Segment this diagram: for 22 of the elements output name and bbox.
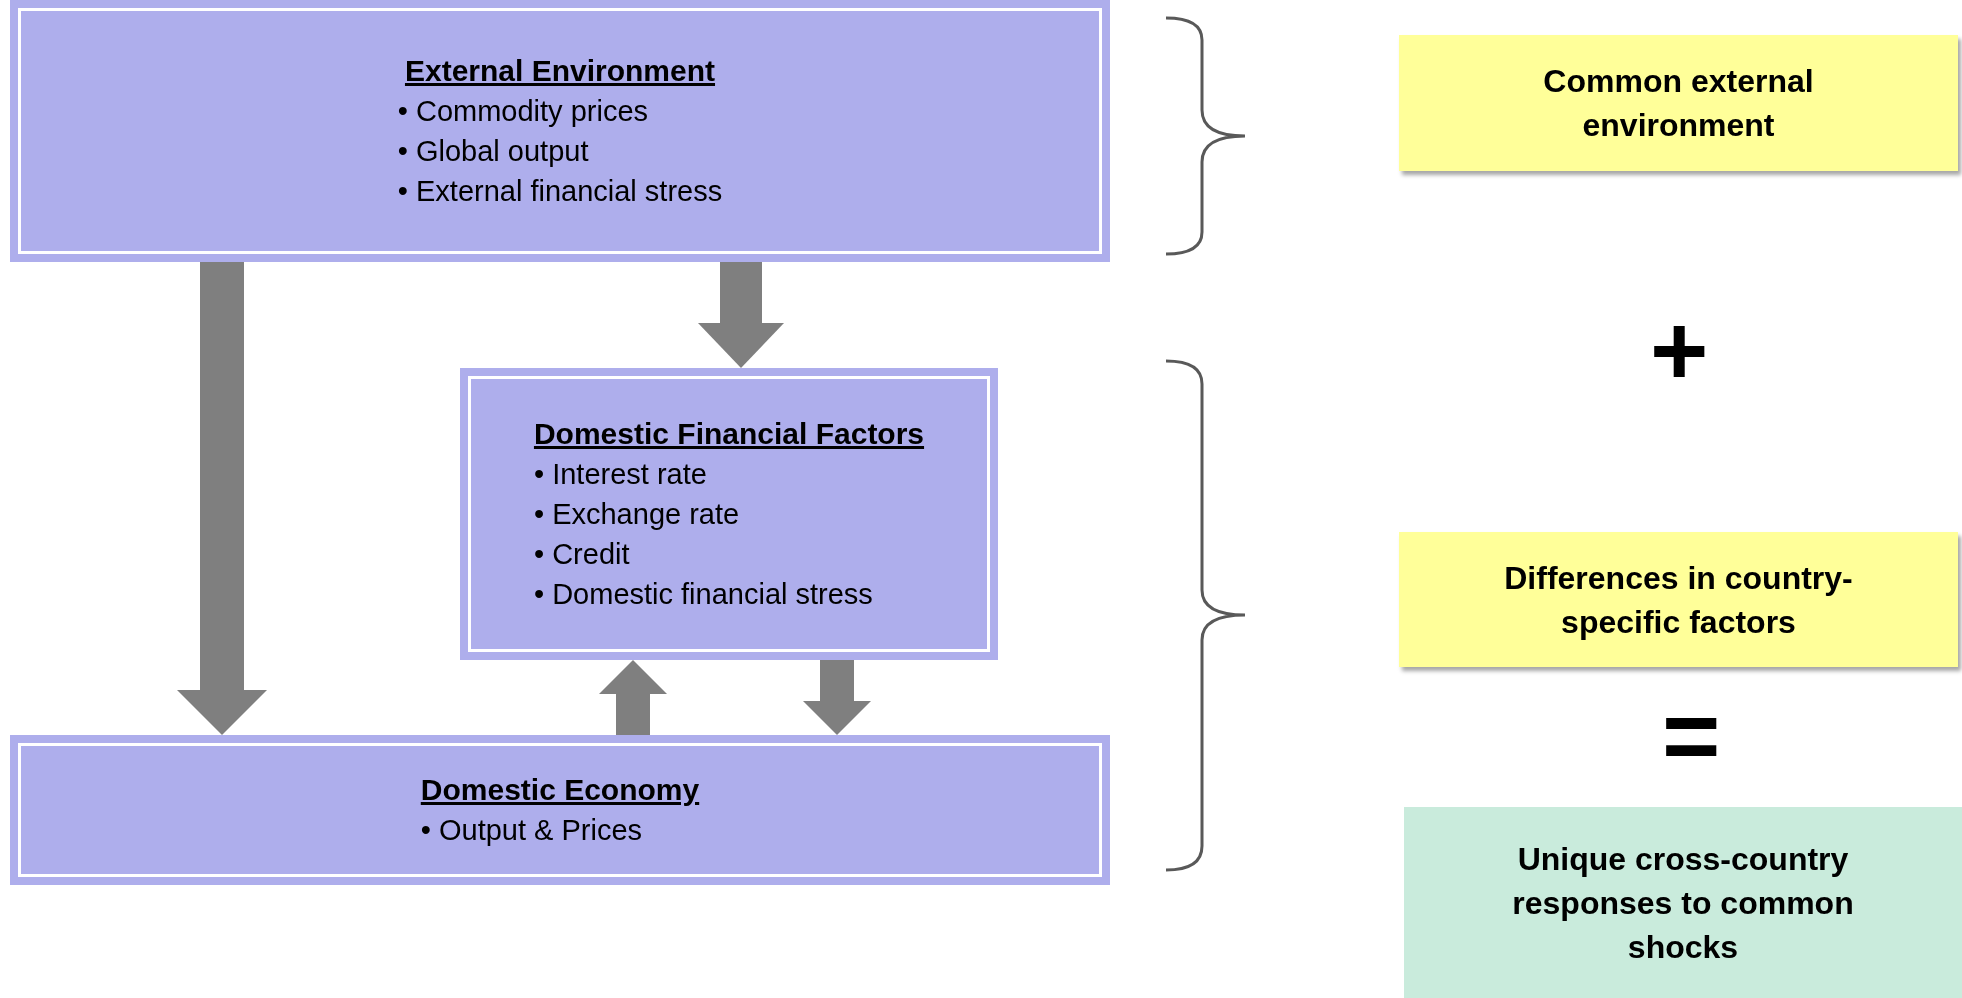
box-heading: External Environment	[404, 53, 716, 89]
bullet-item: • Credit	[533, 537, 630, 572]
factor-box	[460, 368, 998, 660]
summary-box: Common external environment	[1399, 35, 1958, 171]
block-arrow	[698, 262, 784, 368]
factor-box	[10, 0, 1110, 262]
box-heading: Domestic Financial Factors	[533, 416, 925, 452]
bullet-item: • External financial stress	[397, 174, 723, 209]
math-symbol: =	[1662, 685, 1721, 785]
factor-box	[10, 735, 1110, 885]
block-arrow	[599, 660, 667, 735]
box-heading: Domestic Economy	[420, 772, 700, 808]
summary-box: Differences in country-specific factors	[1399, 532, 1958, 667]
bullet-item: • Global output	[397, 134, 589, 169]
result-box: Unique cross-country responses to common shocks	[1404, 807, 1962, 998]
math-symbol: +	[1650, 300, 1709, 400]
bullet-item: • Domestic financial stress	[533, 577, 873, 612]
bullet-item: • Interest rate	[533, 457, 707, 492]
bullet-item: • Exchange rate	[533, 497, 740, 532]
bullet-item: • Commodity prices	[397, 94, 649, 129]
bullet-item: • Output & Prices	[420, 813, 643, 848]
block-arrow	[177, 262, 267, 735]
